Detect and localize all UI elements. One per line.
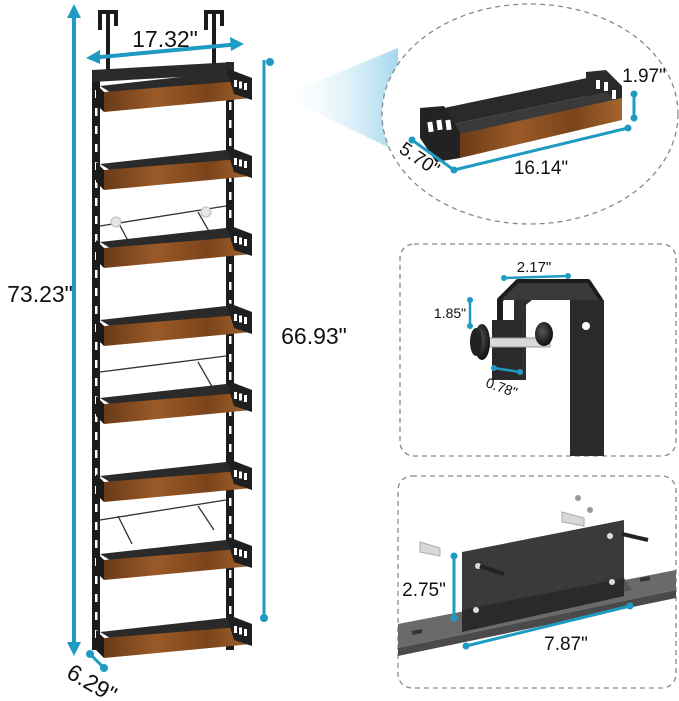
post-slot <box>95 270 98 278</box>
post-slot <box>95 612 98 620</box>
post-slot <box>229 426 232 434</box>
post-slot <box>95 198 98 206</box>
post-slot <box>229 444 232 452</box>
post-slot <box>229 516 232 524</box>
rack-shelf <box>96 68 252 112</box>
rack-depth-label: 6.29" <box>63 659 122 701</box>
post-slot <box>229 138 232 146</box>
hook-width-label: 2.17" <box>517 259 552 276</box>
rack-shelf <box>96 224 252 268</box>
rack-shelf-span-label: 66.93" <box>281 323 347 349</box>
post-slot <box>95 576 98 584</box>
top-hanger-hooks <box>98 10 224 72</box>
main-rack <box>92 10 252 658</box>
door-hook-illustration <box>470 279 604 456</box>
rack-shelf <box>96 302 252 346</box>
shelf-detail-panel: 1.97" 16.14" 5.70" <box>381 3 679 225</box>
post-slot <box>229 264 232 272</box>
post-slot <box>229 372 232 380</box>
rack-width-label: 17.32" <box>132 26 198 52</box>
post-slot <box>229 210 232 218</box>
rack-shelves <box>96 68 252 658</box>
post-slot <box>95 378 98 386</box>
post-slot <box>95 360 98 368</box>
post-slot <box>95 414 98 422</box>
rack-shelf-span-dimension: 66.93" <box>260 58 347 622</box>
post-slot <box>95 108 98 116</box>
post-slot <box>95 540 98 548</box>
post-slot <box>229 336 232 344</box>
wall-mount-detail-panel: 2.75" 7.87" <box>397 475 677 689</box>
post-slot <box>95 126 98 134</box>
post-slot <box>95 450 98 458</box>
wall-mount-bracket-illustration <box>398 495 676 656</box>
post-slot <box>95 468 98 476</box>
post-slot <box>229 588 232 596</box>
post-slot <box>95 306 98 314</box>
post-slot <box>95 504 98 512</box>
post-slot <box>229 354 232 362</box>
hook-detail-frame <box>399 243 677 457</box>
post-slot <box>95 234 98 242</box>
post-slot <box>229 498 232 506</box>
rack-total-height-label: 73.23" <box>7 281 73 307</box>
hook-height-label: 1.85" <box>434 305 466 321</box>
single-shelf-illustration <box>420 70 622 162</box>
post-slot <box>229 102 232 110</box>
post-slot <box>95 522 98 530</box>
rack-width-dimension: 17.32" <box>86 26 244 64</box>
post-slot <box>229 282 232 290</box>
wall-mount-height-label: 2.75" <box>402 580 446 601</box>
support-wires <box>99 205 227 545</box>
post-slot <box>229 570 232 578</box>
wall-mount-width-label: 7.87" <box>544 634 588 655</box>
hook-detail-panel: 2.17" 1.85" 0.78" <box>399 243 677 457</box>
top-crossbar <box>92 62 234 82</box>
post-slot <box>95 216 98 224</box>
shelf-callout-beam <box>282 48 398 152</box>
rack-depth-dimension: 6.29" <box>63 650 122 701</box>
rack-shelf <box>96 146 252 190</box>
post-slot <box>229 606 232 614</box>
post-slot <box>95 180 98 188</box>
post-slot <box>229 192 232 200</box>
rack-shelf <box>96 536 252 580</box>
rack-total-height-dimension: 73.23" <box>7 4 81 656</box>
shelf-height-label: 1.97" <box>622 66 666 87</box>
post-slot <box>95 144 98 152</box>
rack-shelf <box>96 458 252 502</box>
rack-shelf <box>96 614 252 658</box>
rack-shelf <box>96 380 252 424</box>
post-slot <box>95 342 98 350</box>
post-slot <box>95 594 98 602</box>
post-slot <box>229 120 232 128</box>
post-slot <box>95 288 98 296</box>
post-slot <box>95 432 98 440</box>
shelf-length-label: 16.14" <box>514 158 568 179</box>
